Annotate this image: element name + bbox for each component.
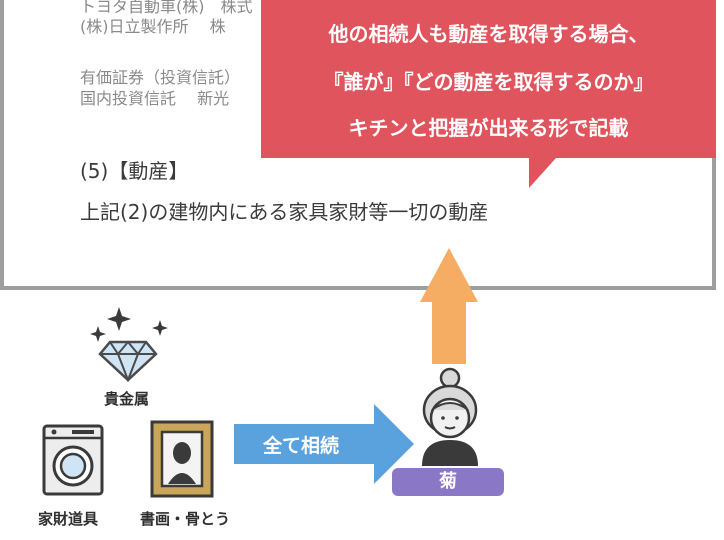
section-body: 上記(2)の建物内にある家具家財等一切の動産 <box>80 200 489 224</box>
diamond-icon <box>90 307 168 382</box>
callout-tail <box>529 158 556 188</box>
elderly-woman-icon <box>422 367 478 466</box>
asset-line: 有価証券（投資信託） <box>80 68 241 87</box>
asset-line: 国内投資信託 新光 <box>80 89 230 108</box>
heir-name-badge: 菊 <box>392 468 504 496</box>
asset-line: (株)日立製作所 株 <box>80 17 226 36</box>
callout-line: 『誰が』『どの動産を取得するのか』 <box>323 70 654 94</box>
art-label: 書画・骨とう <box>140 510 231 528</box>
inherit-arrow-label: 全て相続 <box>263 435 340 457</box>
up-arrow-head <box>420 248 478 302</box>
callout-line: キチンと把握が出来る形で記載 <box>348 116 629 140</box>
inherit-arrow-shaft <box>234 424 376 464</box>
section-title: (5)【動産】 <box>80 159 189 183</box>
asset-line: トヨタ自動車(株) 株式 <box>80 0 253 16</box>
up-arrow-shaft <box>432 300 466 364</box>
annotation-callout: 他の相続人も動産を取得する場合、 『誰が』『どの動産を取得するのか』 キチンと把… <box>261 0 716 158</box>
appliances-label: 家財道具 <box>38 510 99 528</box>
jewelry-label: 貴金属 <box>104 390 150 408</box>
framed-portrait-icon <box>150 420 214 498</box>
callout-line: 他の相続人も動産を取得する場合、 <box>328 22 649 46</box>
washing-machine-icon <box>42 424 104 496</box>
